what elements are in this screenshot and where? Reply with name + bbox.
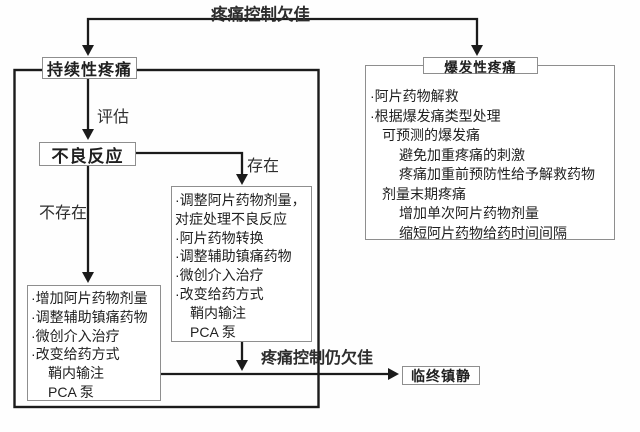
arrow-down-icon [236, 360, 248, 371]
action-item: 避免加重疼痛的刺激 [399, 146, 525, 163]
action-item: ·调整辅助镇痛药物 [31, 308, 148, 325]
arrow-down-icon [82, 45, 94, 56]
flow-title: 疼痛控制欠佳 [211, 6, 310, 24]
edge-label-evaluate: 评估 [97, 109, 130, 126]
action-item: ·改变给药方式 [175, 285, 264, 302]
edge-label-absent: 不存在 [39, 205, 88, 222]
edge-top-bracket [86, 17, 479, 46]
outer-container-box [13, 68, 320, 409]
action-item: ·微创介入治疗 [31, 327, 120, 344]
action-item: 增加单次阿片药物剂量 [399, 205, 539, 221]
node-breakthrough-pain: 爆发性疼痛 [423, 57, 538, 75]
action-item: PCA 泵 [190, 323, 236, 340]
action-item: ·改变给药方式 [31, 346, 120, 363]
edge-label-pain-still-poor: 疼痛控制仍欠佳 [261, 350, 374, 367]
box-breakthrough-actions: ·阿片药物解救 ·根据爆发痛类型处理 可预测的爆发痛 避免加重疼痛的刺激 疼痛加… [365, 65, 615, 241]
node-terminal-sedation: 临终镇静 [402, 366, 480, 385]
arrow-down-icon [82, 129, 94, 140]
action-item: ·微创介入治疗 [175, 267, 264, 284]
action-item: 鞘内输注 [48, 365, 104, 382]
action-item: ·阿片药物解救 [370, 88, 459, 104]
action-item: 剂量末期疼痛 [382, 185, 466, 202]
action-item: ·阿片药物转换 [175, 229, 264, 246]
action-item: ·调整辅助镇痛药物 [175, 248, 292, 265]
box-adverse-absent-actions: ·增加阿片药物剂量 ·调整辅助镇痛药物 ·微创介入治疗 ·改变给药方式 鞘内输注… [27, 285, 161, 401]
node-adverse-reaction: 不良反应 [39, 142, 136, 166]
action-item: 鞘内输注 [190, 304, 246, 321]
arrow-down-icon [471, 45, 483, 56]
arrow-down-icon [236, 174, 248, 185]
edge-label-present: 存在 [247, 158, 280, 175]
action-item: 对症处理不良反应 [175, 210, 287, 227]
box-adverse-present-actions: ·调整阿片药物剂量， 对症处理不良反应 ·阿片药物转换 ·调整辅助镇痛药物 ·微… [171, 186, 312, 342]
action-item: 缩短阿片药物给药时间间隔 [399, 224, 567, 241]
action-item: ·调整阿片药物剂量， [175, 192, 306, 208]
edge-present [136, 151, 244, 174]
arrow-right-icon [388, 368, 399, 380]
action-item: 可预测的爆发痛 [382, 127, 480, 143]
action-item: ·根据爆发痛类型处理 [370, 107, 501, 124]
arrow-down-icon [82, 272, 94, 283]
action-item: ·增加阿片药物剂量 [31, 290, 148, 306]
action-item: 疼痛加重前预防性给予解救药物 [399, 166, 595, 182]
node-persistent-pain: 持续性疼痛 [42, 57, 137, 79]
action-item: PCA 泵 [48, 383, 94, 400]
